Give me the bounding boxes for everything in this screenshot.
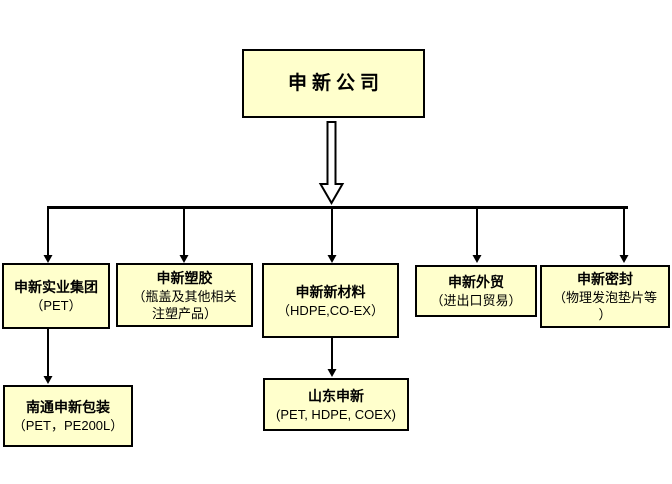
node-subtitle: (PET, HDPE, COEX)	[276, 406, 396, 422]
node-title: 申新公司	[287, 73, 384, 94]
down-arrowhead-icon	[619, 255, 629, 263]
drop-arrow-2	[179, 206, 189, 263]
down-arrowhead-icon	[43, 255, 53, 263]
down-arrowhead-icon	[327, 369, 337, 377]
down-arrowhead-icon	[327, 255, 337, 263]
node-shenxin-plastics: 申新塑胶 （瓶盖及其他相关 注塑产品）	[116, 263, 253, 327]
node-shenxin-foreign-trade: 申新外贸 （进出口贸易）	[415, 265, 537, 317]
drop-arrow-3	[327, 206, 337, 263]
node-title: 南通申新包装	[26, 399, 110, 415]
node-title: 申新新材料	[295, 283, 366, 300]
down-arrowhead-icon	[179, 255, 189, 263]
node-title: 申新外贸	[448, 274, 504, 290]
node-title: 山东申新	[308, 387, 364, 404]
node-subtitle: （进出口贸易）	[430, 293, 522, 308]
node-subtitle: （PET）	[30, 298, 82, 313]
big-down-arrow-icon	[318, 121, 345, 205]
drop-arrow-1	[43, 206, 53, 263]
node-subtitle: （物理发泡垫片等 ）	[552, 290, 657, 322]
drop-arrow-5	[619, 206, 629, 263]
node-shandong-shenxin: 山东申新 (PET, HDPE, COEX)	[263, 378, 409, 431]
node-shenxin-sealing: 申新密封 （物理发泡垫片等 ）	[540, 265, 670, 328]
down-arrowhead-icon	[472, 255, 482, 263]
node-shenxin-company: 申新公司	[242, 49, 425, 118]
child-arrow-nantong	[43, 329, 53, 384]
down-arrowhead-icon	[43, 376, 53, 384]
node-shenxin-new-materials: 申新新材料 （HDPE,CO-EX）	[262, 263, 399, 338]
child-arrow-shandong	[327, 338, 337, 377]
node-shenxin-industrial-group: 申新实业集团 （PET）	[2, 263, 110, 329]
node-title: 申新密封	[577, 271, 633, 287]
node-subtitle: （HDPE,CO-EX）	[277, 302, 384, 318]
node-subtitle: （PET，PE200L）	[12, 418, 124, 433]
node-title: 申新塑胶	[156, 269, 213, 286]
node-title: 申新实业集团	[14, 279, 98, 295]
node-subtitle: （瓶盖及其他相关 注塑产品）	[132, 288, 237, 321]
node-nantong-shenxin-packaging: 南通申新包装 （PET，PE200L）	[3, 385, 133, 447]
drop-arrow-4	[472, 206, 482, 263]
